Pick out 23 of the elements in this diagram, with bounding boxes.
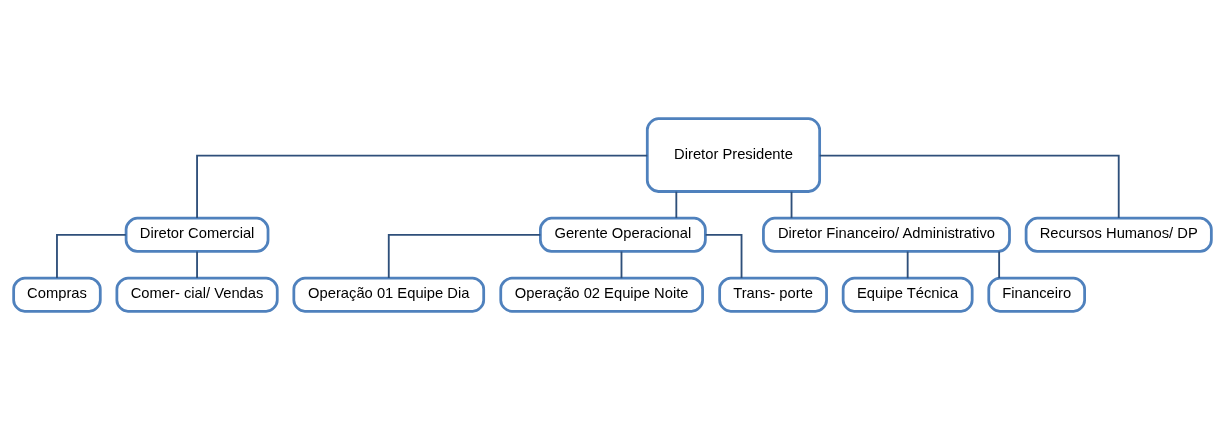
node-box: Trans- porte [718, 276, 828, 313]
connector [675, 190, 678, 219]
node-box: Comer- cial/ Vendas [115, 276, 279, 313]
connector [620, 250, 623, 280]
node-box: Diretor Comercial [124, 216, 270, 253]
node-box: Gerente Operacional [539, 216, 707, 253]
node-box: Financeiro [987, 276, 1086, 313]
connector [196, 250, 198, 280]
connector [56, 233, 127, 279]
connector [790, 190, 793, 219]
connector [818, 154, 1120, 219]
node-box: Equipe Técnica [841, 276, 974, 313]
node-box: Diretor Financeiro/ Administrativo [762, 216, 1011, 253]
node-box: Operação 01 Equipe Dia [292, 276, 486, 313]
connector [196, 154, 649, 219]
node-box: Compras [12, 276, 102, 313]
connector [387, 233, 542, 279]
connector [704, 233, 743, 279]
node-box: Diretor Presidente [645, 117, 821, 193]
node-box: Recursos Humanos/ DP [1024, 216, 1213, 253]
node-box: Operação 02 Equipe Noite [499, 276, 704, 313]
connector [906, 250, 909, 280]
connector [998, 250, 1001, 280]
